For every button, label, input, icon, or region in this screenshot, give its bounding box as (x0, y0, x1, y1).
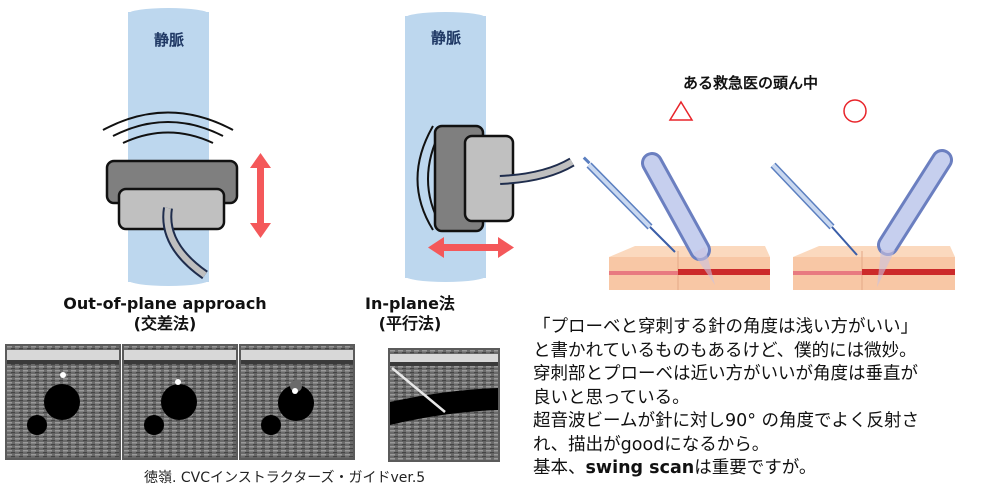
ultrasound-image-out-of-plane-2 (122, 344, 238, 460)
comment-text: 「プローベと穿刺する針の角度は浅い方がいい」 と書かれているものもあるけど、僕的… (533, 316, 919, 481)
comment-line: れ、描出がgoodになるから。 (533, 434, 770, 455)
comment-line: と書かれているものもあるけど、僕的には微妙。 (533, 340, 917, 361)
right-panel-heading: ある救急医の頭ん中 (683, 74, 819, 92)
out-of-plane-illustration (102, 8, 271, 286)
vertical-move-arrow-icon (250, 153, 271, 238)
scene-illustrations (582, 149, 955, 290)
syringe-icon (770, 162, 858, 256)
comment-line: 良いと思っている。 (533, 387, 690, 408)
swing-scan-emphasis: swing scan (585, 458, 695, 478)
comment-line: 超音波ビームが針に対し90° の角度でよく反射さ (533, 411, 920, 431)
out-of-plane-label: Out-of-plane approach (交差法) (30, 294, 300, 334)
in-plane-label: In-plane法 (平行法) (345, 294, 475, 334)
comment-line: 「プローベと穿刺する針の角度は浅い方がいい」 (533, 317, 918, 337)
ultrasound-image-out-of-plane-3 (239, 344, 355, 460)
ultrasound-frame (390, 350, 498, 460)
probe-icon (877, 149, 953, 287)
ultrasound-image-out-of-plane-1 (5, 344, 121, 460)
ultrasound-wave-icon (102, 111, 234, 144)
probe-icon (641, 152, 715, 285)
ultrasound-frame (7, 346, 119, 458)
in-plane-diagram: 静脈 (320, 0, 580, 300)
scene-perpendicular-angle (770, 149, 955, 290)
scene-shallow-angle (582, 152, 770, 290)
syringe-icon (582, 156, 676, 253)
ultrasound-frame (124, 346, 236, 458)
circle-mark-icon (842, 98, 868, 128)
in-plane-illustration (405, 12, 575, 282)
citation-caption: 徳嶺. CVCインストラクターズ・ガイドver.5 (144, 470, 426, 486)
out-of-plane-diagram: 静脈 (90, 0, 320, 300)
method-subtitle: (平行法) (378, 314, 442, 333)
comment-suffix: は重要ですが。 (694, 458, 817, 478)
comment-line: 穿刺部とプローベは近い方がいいが角度は垂直が (533, 364, 918, 384)
ultrasound-image-in-plane (388, 348, 500, 462)
probe-icon (105, 159, 239, 280)
vein-label: 静脈 (430, 29, 461, 47)
needle-probe-scenes (575, 135, 1000, 304)
method-title: Out-of-plane approach (63, 294, 267, 313)
vein-label: 静脈 (153, 31, 184, 49)
triangle-mark-icon (668, 100, 694, 126)
horizontal-move-arrow-icon (428, 237, 514, 258)
comment-line-last: 基本、swing scanは重要ですが。 (533, 457, 919, 481)
comment-prefix: 基本、 (533, 458, 586, 478)
ultrasound-frame (241, 346, 353, 458)
method-subtitle: (交差法) (133, 314, 197, 333)
method-title: In-plane法 (365, 294, 455, 313)
probe-icon (433, 124, 575, 233)
